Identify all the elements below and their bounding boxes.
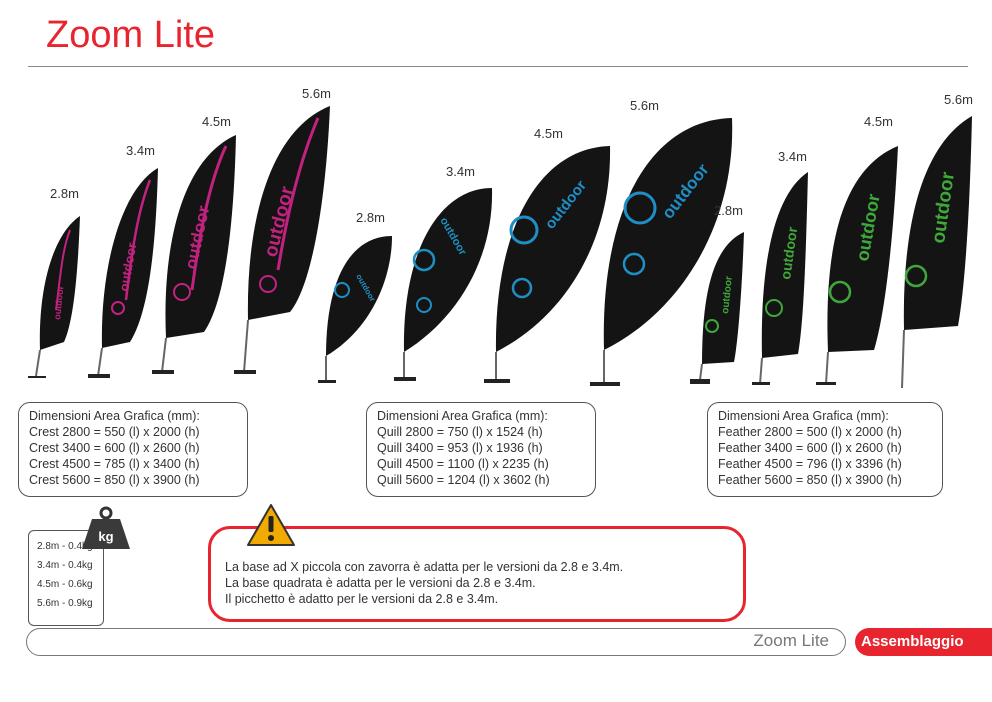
quill-flags: 2.8m 3.4m 4.5m 5.6m	[318, 98, 733, 386]
dimension-line: Feather 4500 = 796 (l) x 3396 (h)	[718, 457, 902, 471]
footer-product-label: Zoom Lite	[753, 631, 829, 650]
flag-brand-text: outdoor	[720, 275, 735, 314]
crest-flags: 2.8m 3.4m 4.5m 5.6m	[28, 86, 331, 378]
notice-line: La base quadrata è adatta per le version…	[225, 576, 536, 590]
notice-box: La base ad X piccola con zavorra è adatt…	[208, 526, 746, 622]
notice-line: La base ad X piccola con zavorra è adatt…	[225, 560, 624, 574]
height-label: 4.5m	[534, 126, 563, 141]
flag-quill-5-6: 5.6m	[590, 98, 733, 386]
dimensions-heading: Dimensioni Area Grafica (mm):	[377, 409, 548, 423]
height-label: 3.4m	[446, 164, 475, 179]
dimension-line: Crest 2800 = 550 (l) x 2000 (h)	[29, 425, 200, 439]
page-title: Zoom Lite	[46, 14, 215, 56]
dimensions-heading: Dimensioni Area Grafica (mm):	[29, 409, 200, 423]
flag-illustrations: 2.8m 3.4m 4.5m 5.6m	[28, 86, 973, 389]
feather-flags: 2.8m 3.4m 4.5m 5.6m	[690, 92, 973, 389]
flag-quill-2-8: 2.8m	[318, 210, 392, 383]
title-divider	[28, 66, 968, 67]
flag-crest-2-8: 2.8m	[28, 186, 80, 378]
height-label: 2.8m	[50, 186, 79, 201]
flag-crest-3-4: 3.4m	[88, 143, 158, 378]
height-label: 5.6m	[302, 86, 331, 101]
quill-dimensions-box: Dimensioni Area Grafica (mm): Quill 2800…	[366, 402, 596, 497]
dimension-line: Crest 5600 = 850 (l) x 3900 (h)	[29, 473, 200, 487]
dimension-line: Crest 4500 = 785 (l) x 3400 (h)	[29, 457, 200, 471]
warning-icon	[247, 504, 295, 546]
dimension-line: Quill 2800 = 750 (l) x 1524 (h)	[377, 425, 543, 439]
weight-item: 3.4m - 0.4kg	[37, 560, 93, 571]
flag-brand-text: outdoor	[52, 285, 66, 320]
weight-item: 4.5m - 0.6kg	[37, 579, 93, 590]
notice-line: Il picchetto è adatto per le versioni da…	[225, 592, 499, 606]
footer-bar: Zoom Lite	[26, 628, 846, 656]
height-label: 2.8m	[714, 203, 743, 218]
weight-item: 5.6m - 0.9kg	[37, 598, 93, 609]
flag-feather-5-6: 5.6m	[901, 92, 973, 389]
flag-brand-text: outdoor	[777, 225, 800, 280]
dimensions-heading: Dimensioni Area Grafica (mm):	[718, 409, 889, 423]
height-label: 3.4m	[778, 149, 807, 164]
crest-dimensions-box: Dimensioni Area Grafica (mm): Crest 2800…	[18, 402, 248, 497]
kg-label: kg	[98, 529, 113, 544]
dimension-line: Feather 2800 = 500 (l) x 2000 (h)	[718, 425, 902, 439]
feather-dimensions-box: Dimensioni Area Grafica (mm): Feather 28…	[707, 402, 943, 497]
weight-item: 2.8m - 0.4kg	[37, 541, 93, 552]
dimension-line: Feather 3400 = 600 (l) x 2600 (h)	[718, 441, 902, 455]
flag-feather-4-5: 4.5m	[816, 114, 898, 385]
flag-crest-5-6: 5.6m	[234, 86, 331, 374]
dimension-line: Feather 5600 = 850 (l) x 3900 (h)	[718, 473, 902, 487]
kg-weight-icon: kg	[82, 506, 130, 549]
height-label: 3.4m	[126, 143, 155, 158]
weights-box: 2.8m - 0.4kg 3.4m - 0.4kg 4.5m - 0.6kg 5…	[28, 530, 104, 626]
flag-quill-3-4: 3.4m	[394, 164, 493, 381]
flag-crest-4-5: 4.5m	[152, 114, 236, 374]
height-label: 5.6m	[630, 98, 659, 113]
flag-feather-3-4: 3.4m	[752, 149, 808, 385]
flag-quill-4-5: 4.5m	[484, 126, 611, 383]
dimension-line: Quill 4500 = 1100 (l) x 2235 (h)	[377, 457, 549, 471]
section-tab: Assemblaggio	[855, 628, 992, 656]
flag-feather-2-8: 2.8m	[690, 203, 744, 384]
height-label: 4.5m	[864, 114, 893, 129]
height-label: 5.6m	[944, 92, 973, 107]
dimension-line: Quill 3400 = 953 (l) x 1936 (h)	[377, 441, 543, 455]
dimension-line: Quill 5600 = 1204 (l) x 3602 (h)	[377, 473, 550, 487]
dimension-line: Crest 3400 = 600 (l) x 2600 (h)	[29, 441, 200, 455]
height-label: 4.5m	[202, 114, 231, 129]
height-label: 2.8m	[356, 210, 385, 225]
